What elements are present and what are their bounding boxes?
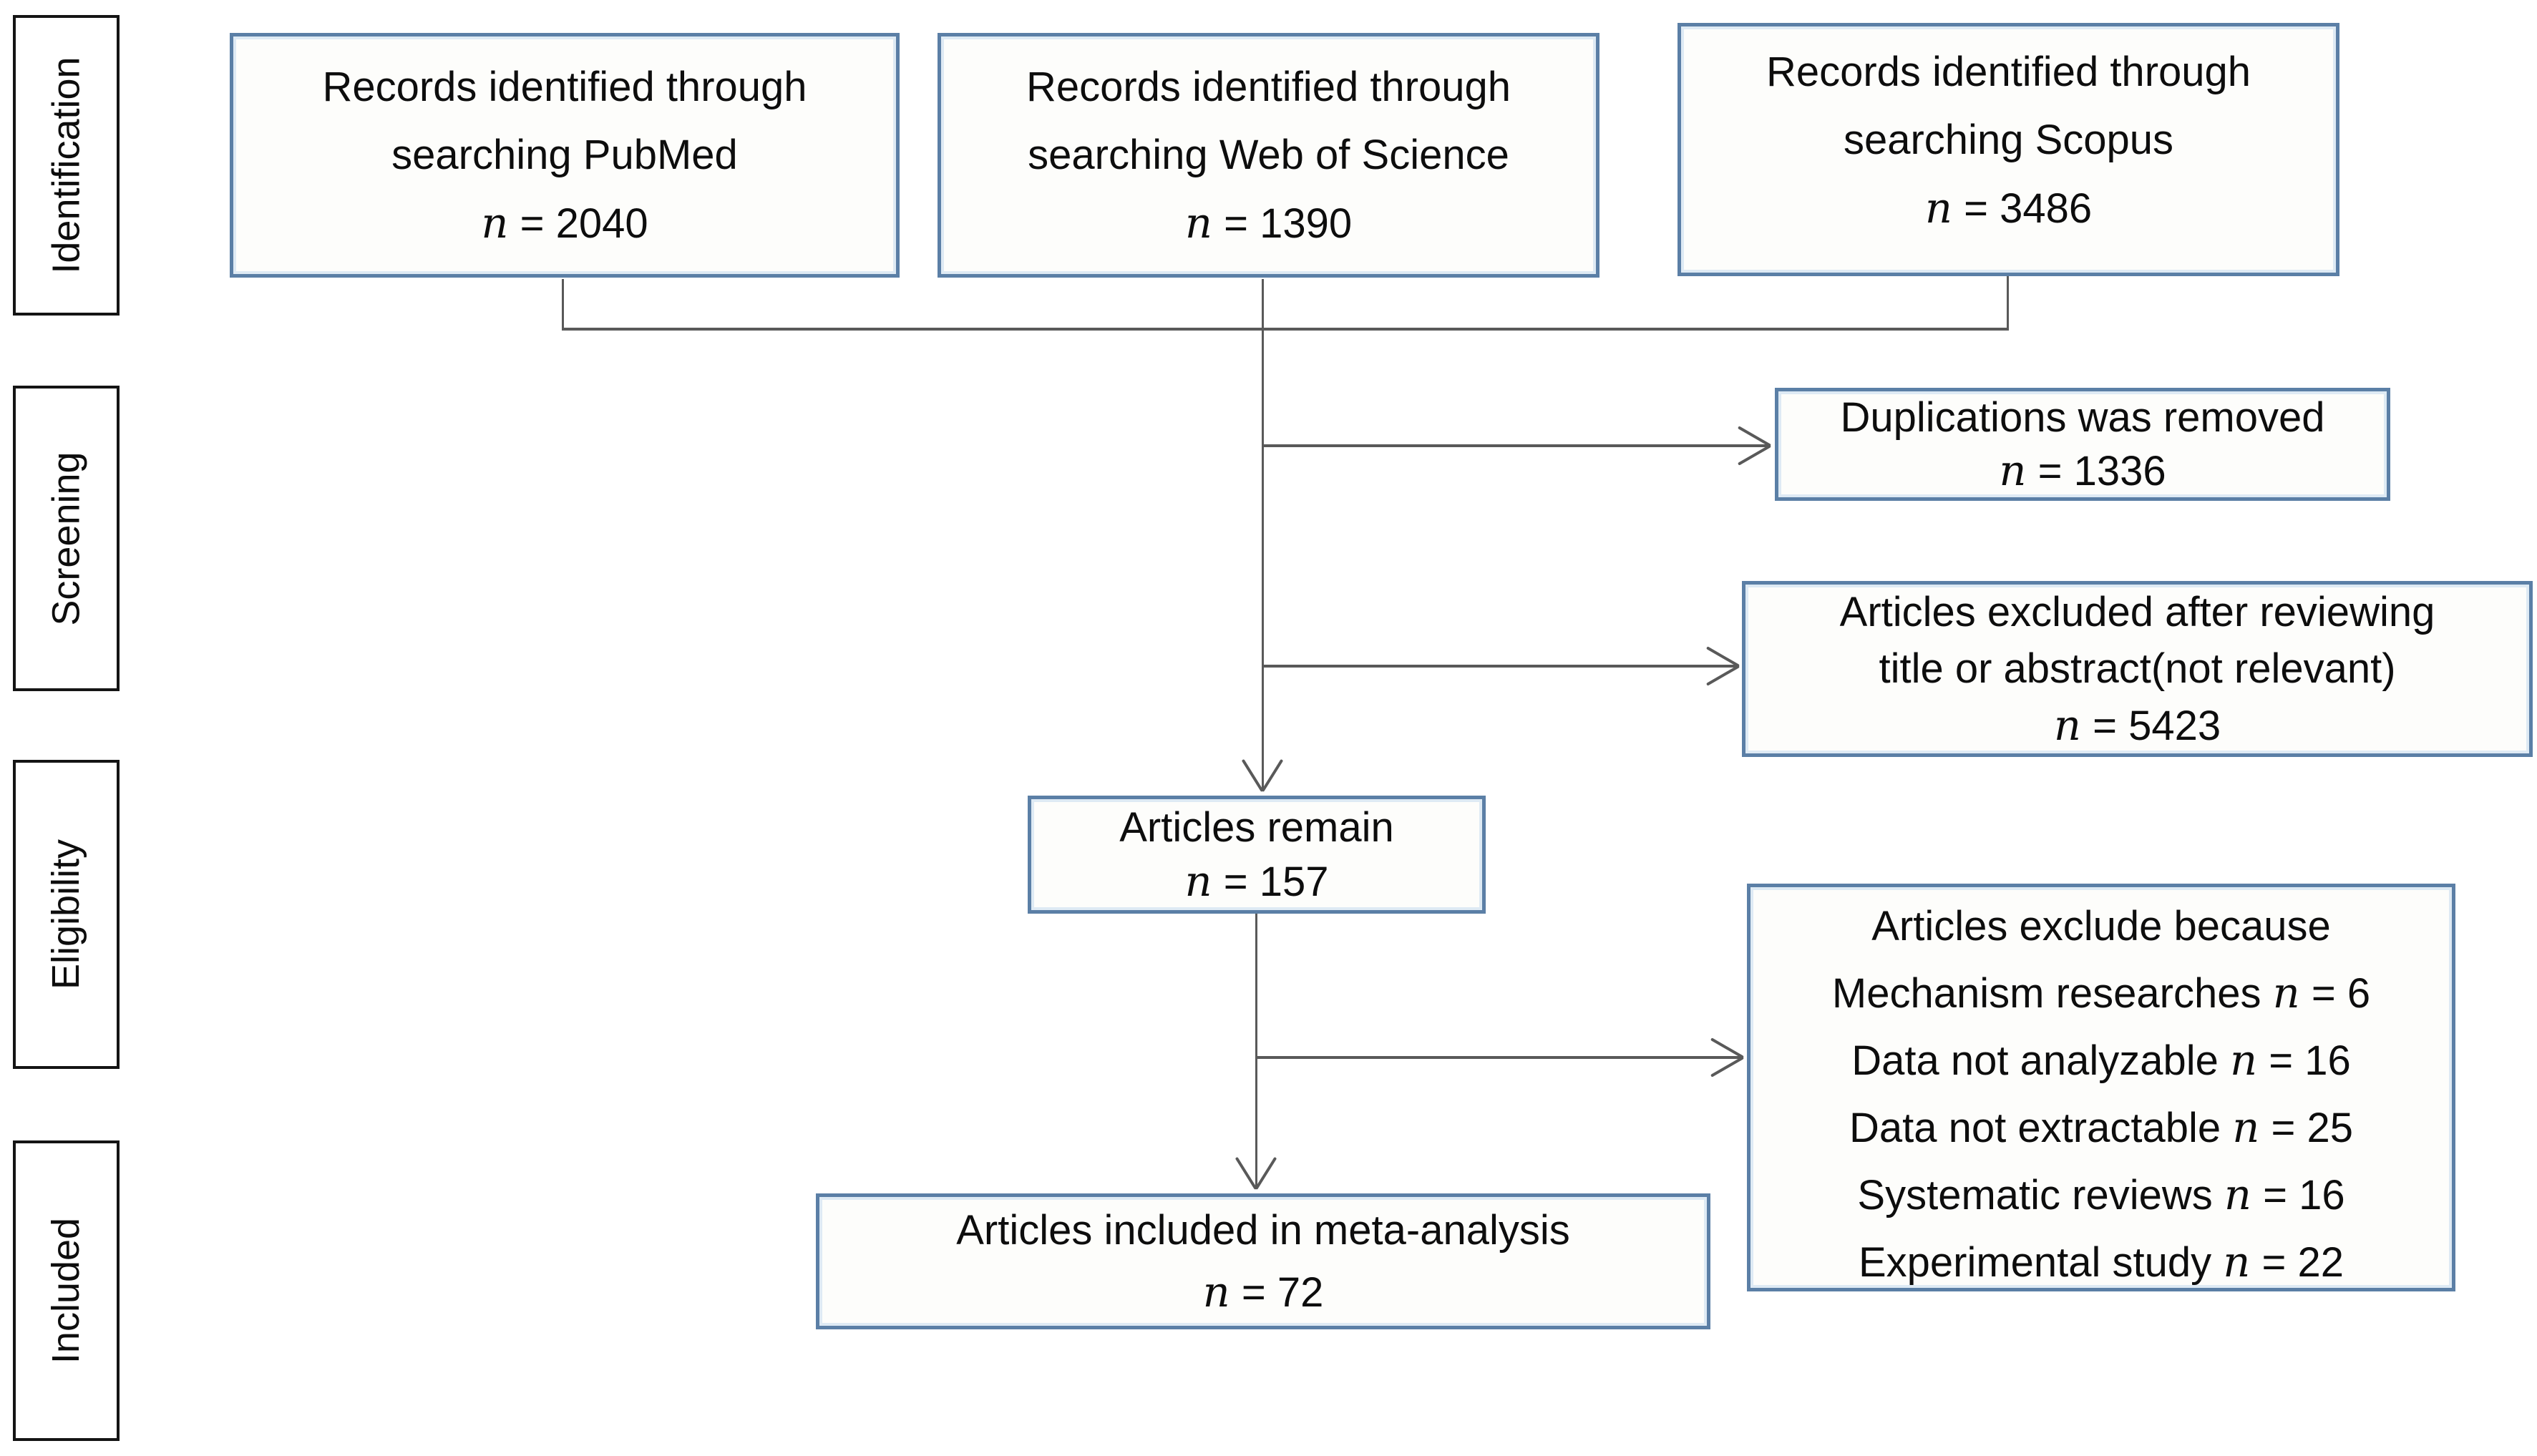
connector-arrow-duplications xyxy=(1263,444,1768,447)
n-value: = 3486 xyxy=(1952,185,2093,232)
n-symbol: n xyxy=(1184,856,1212,906)
box-text-line: Articles excluded after reviewing xyxy=(1839,589,2435,635)
box-exclusion-reasons: Articles exclude because Mechanism resea… xyxy=(1747,884,2455,1291)
n-symbol: n xyxy=(2230,1035,2258,1085)
box-articles-remain: Articles remain n = 157 xyxy=(1028,796,1486,914)
stage-label-included: Included xyxy=(44,1217,88,1364)
n-count: n = 157 xyxy=(1185,854,1329,909)
box-text-line: searching Scopus xyxy=(1843,117,2174,163)
box-records-web-of-science: Records identified through searching Web… xyxy=(938,33,1599,278)
exclusion-item-text: Experimental study xyxy=(1858,1239,2224,1286)
n-count: n = 72 xyxy=(1203,1261,1324,1324)
connector-main-vertical xyxy=(1262,279,1264,791)
stage-box-included: Included xyxy=(13,1140,120,1441)
exclusion-item-text: Systematic reviews xyxy=(1857,1172,2224,1218)
n-symbol: n xyxy=(1924,183,1952,233)
exclusion-item: Data not extractable n = 25 xyxy=(1849,1094,2353,1161)
n-value: = 2040 xyxy=(508,200,648,247)
exclusion-item: Systematic reviews n = 16 xyxy=(1857,1161,2344,1228)
exclusion-title: Articles exclude because xyxy=(1871,903,2331,949)
n-symbol: n xyxy=(1999,445,2027,495)
n-count: n = 1336 xyxy=(1999,444,2166,498)
box-duplications-removed: Duplications was removed n = 1336 xyxy=(1775,388,2390,501)
box-text-line: searching PubMed xyxy=(391,132,738,178)
box-text-line: Articles remain xyxy=(1119,804,1394,851)
stage-box-screening: Screening xyxy=(13,386,120,691)
connector-merge-line xyxy=(562,328,2009,331)
stage-label-eligibility: Eligibility xyxy=(44,839,88,990)
n-value: = 5423 xyxy=(2080,703,2221,749)
exclusion-item-text: Data not extractable xyxy=(1849,1105,2233,1151)
n-symbol: n xyxy=(481,198,509,248)
exclusion-item-text: Mechanism researches xyxy=(1831,970,2273,1017)
n-symbol: n xyxy=(2223,1237,2251,1286)
n-symbol: n xyxy=(2272,968,2300,1017)
n-symbol: n xyxy=(2224,1170,2251,1219)
exclusion-item: Data not analyzable n = 16 xyxy=(1851,1027,2351,1094)
exclusion-item: Mechanism researches n = 6 xyxy=(1832,959,2370,1027)
exclusion-item-text: Data not analyzable xyxy=(1851,1037,2231,1084)
n-symbol: n xyxy=(1184,198,1212,248)
box-text-line: Records identified through xyxy=(1026,64,1511,110)
connector-arrow-title-abstract xyxy=(1263,665,1737,668)
box-excluded-title-abstract: Articles excluded after reviewing title … xyxy=(1742,581,2533,757)
connector-arrow-exclusions xyxy=(1255,1056,1740,1059)
n-value: = 16 xyxy=(2251,1172,2345,1218)
n-count: n = 5423 xyxy=(2054,697,2221,754)
connector-stub-scopus xyxy=(2007,276,2009,329)
stage-box-identification: Identification xyxy=(13,15,120,316)
n-value: = 16 xyxy=(2257,1037,2351,1084)
n-value: = 6 xyxy=(2299,970,2371,1017)
connector-vertical-to-included xyxy=(1255,914,1257,1189)
box-text-line: Records identified through xyxy=(1766,49,2251,95)
box-text-line: Duplications was removed xyxy=(1840,394,2325,441)
box-text-line: Articles included in meta-analysis xyxy=(956,1206,1570,1254)
n-count: n = 2040 xyxy=(481,189,648,258)
box-text-line: title or abstract(not relevant) xyxy=(1879,645,2396,692)
n-value: = 22 xyxy=(2250,1239,2344,1286)
box-records-scopus: Records identified through searching Sco… xyxy=(1677,23,2339,276)
box-text-line: Records identified through xyxy=(322,64,807,110)
n-value: = 157 xyxy=(1212,859,1329,905)
box-records-pubmed: Records identified through searching Pub… xyxy=(230,33,900,278)
box-included-meta-analysis: Articles included in meta-analysis n = 7… xyxy=(816,1193,1710,1329)
connector-stub-pubmed xyxy=(562,279,564,329)
exclusion-item: Experimental study n = 22 xyxy=(1859,1228,2344,1296)
n-count: n = 3486 xyxy=(1925,174,2092,243)
stage-label-screening: Screening xyxy=(44,451,88,626)
n-count: n = 1390 xyxy=(1185,189,1352,258)
n-value: = 1336 xyxy=(2026,447,2166,494)
box-text-line: searching Web of Science xyxy=(1028,132,1509,178)
n-symbol: n xyxy=(2232,1103,2260,1152)
stage-box-eligibility: Eligibility xyxy=(13,760,120,1069)
n-value: = 25 xyxy=(2259,1105,2353,1151)
n-value: = 1390 xyxy=(1212,200,1353,247)
n-symbol: n xyxy=(2053,700,2081,750)
n-symbol: n xyxy=(1202,1266,1230,1316)
n-value: = 72 xyxy=(1229,1269,1324,1316)
stage-label-identification: Identification xyxy=(44,57,88,274)
